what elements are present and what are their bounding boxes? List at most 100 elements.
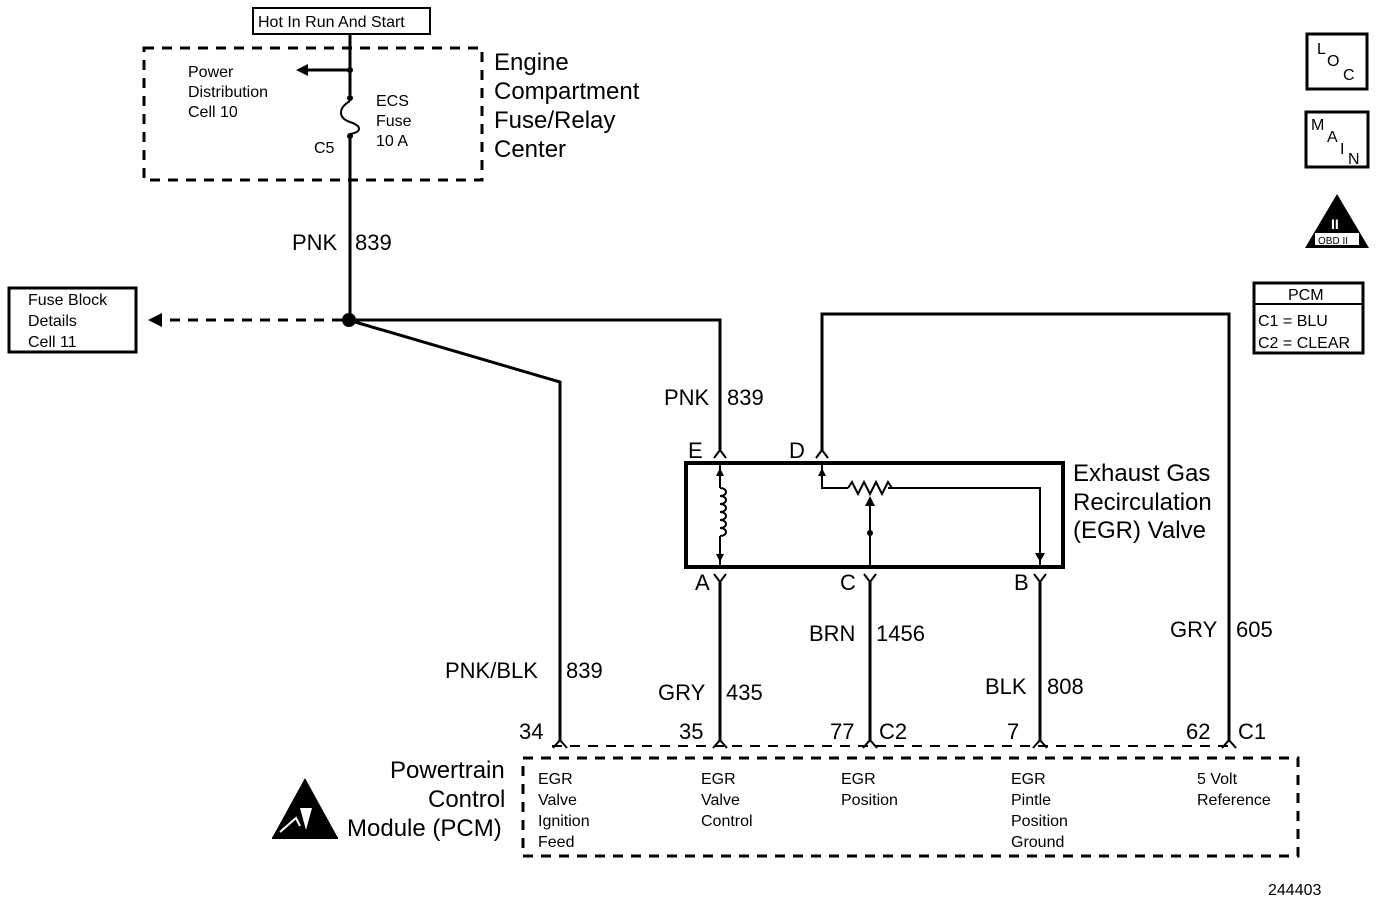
- main-splice: [342, 313, 356, 327]
- pos-wire-number: 1456: [876, 621, 925, 646]
- power-dist-line1: Power: [188, 64, 234, 81]
- egr-pin-a-connector: [713, 573, 727, 584]
- main-icon-i: I: [1340, 141, 1344, 158]
- egr-pin-d: D: [789, 438, 805, 463]
- egr-title-line1: Exhaust Gas: [1073, 460, 1210, 487]
- ref-wire-color: GRY: [1170, 617, 1218, 642]
- pcm-pin-7: 7: [1007, 719, 1019, 744]
- power-dist-line3: Cell 10: [188, 104, 238, 121]
- pcm-pin-34: 34: [519, 719, 543, 744]
- pcm-func-gnd-4: Ground: [1011, 834, 1064, 851]
- loc-icon-l: L: [1317, 41, 1326, 58]
- pcm-func-pos-1: EGR: [841, 771, 876, 788]
- egr-pin-b-connector: [1033, 573, 1047, 584]
- pot-ground-lead: [888, 487, 1041, 567]
- egr-pin-e-connector: [713, 448, 727, 459]
- pcm-func-ign-2: Valve: [538, 792, 577, 809]
- pcm-func-ref-1: 5 Volt: [1197, 771, 1238, 788]
- fuse-connector-label: C5: [314, 140, 335, 157]
- pcm-func-ign-4: Feed: [538, 834, 574, 851]
- pot-wiper-arrow: [865, 496, 875, 506]
- egr-pin-a: A: [695, 570, 710, 595]
- solenoid-arrow-top: [716, 468, 724, 476]
- pot-ref-lead: [821, 463, 848, 489]
- solenoid-coil-icon: [719, 487, 727, 537]
- fuse-block-line3: Cell 11: [28, 334, 77, 351]
- pcm-func-gnd-1: EGR: [1011, 771, 1046, 788]
- pcm-func-ctrl-3: Control: [701, 813, 753, 830]
- engine-box-line1: Engine: [494, 49, 569, 76]
- main-icon-a: A: [1327, 129, 1338, 146]
- gnd-wire-color: BLK: [985, 674, 1027, 699]
- fuse-line2: Fuse: [376, 113, 412, 130]
- egr-pin-c-connector: [863, 573, 877, 584]
- potentiometer-icon: [847, 479, 893, 497]
- pcm-title-line3: Module (PCM): [347, 815, 502, 842]
- pcm-legend-title: PCM: [1288, 287, 1324, 304]
- pcm-func-ign-3: Ignition: [538, 813, 590, 830]
- svg-text:II: II: [1331, 216, 1339, 232]
- loc-icon: [1305, 32, 1369, 91]
- ign-wire-number: 839: [566, 658, 603, 683]
- loc-icon-o: O: [1327, 53, 1339, 70]
- pcm-func-ctrl-1: EGR: [701, 771, 736, 788]
- fuse-icon: [340, 100, 360, 135]
- figure-id: 244403: [1268, 882, 1321, 899]
- hot-in-run-box: [252, 7, 431, 35]
- fuse-block-box: [7, 286, 138, 354]
- engine-box-line2: Compartment: [494, 78, 640, 105]
- pcm-func-ref-2: Reference: [1197, 792, 1271, 809]
- pcm-legend-c2: C2 = CLEAR: [1258, 335, 1350, 352]
- pcm-pin-34-connector: [552, 738, 568, 749]
- pot-ref-arrow: [818, 468, 826, 476]
- fuse-block-arrowhead: [148, 313, 162, 327]
- obd-ii-icon: II OBD II: [1305, 194, 1369, 248]
- pcm-box: [521, 756, 1300, 858]
- hot-in-run-label: Hot In Run And Start: [258, 14, 405, 31]
- pcm-pin-77-connector: [862, 738, 878, 749]
- main-icon-n: N: [1348, 151, 1360, 168]
- power-dist-line2: Distribution: [188, 84, 268, 101]
- pcm-connector-c1: C1: [1238, 719, 1266, 744]
- ign-feed-wire: [354, 320, 562, 742]
- fuse-line3: 10 A: [376, 133, 408, 150]
- fuse-block-line2: Details: [28, 313, 77, 330]
- pcm-legend-box: [1252, 281, 1365, 355]
- fuse-relay-center-box: [142, 46, 484, 182]
- pot-wiper-dot: [867, 530, 873, 536]
- pcm-func-gnd-2: Pintle: [1011, 792, 1051, 809]
- pcm-func-gnd-3: Position: [1011, 813, 1068, 830]
- egr-title-line3: (EGR) Valve: [1073, 517, 1206, 544]
- egr-feed-number: 839: [727, 385, 764, 410]
- pcm-title-line2: Control: [428, 786, 505, 813]
- pcm-legend-c1: C1 = BLU: [1258, 313, 1328, 330]
- ctrl-wire-number: 435: [726, 680, 763, 705]
- egr-pin-d-connector: [815, 448, 829, 459]
- main-icon-m: M: [1311, 117, 1324, 134]
- esd-sensitive-icon: [272, 778, 338, 839]
- power-dist-arrowhead: [296, 64, 308, 76]
- pcm-pin-35: 35: [679, 719, 703, 744]
- gnd-wire-number: 808: [1047, 674, 1084, 699]
- feed-wire-color: PNK: [292, 230, 338, 255]
- reference-wire: [820, 312, 1231, 742]
- egr-pin-c: C: [840, 570, 856, 595]
- pcm-pin-62-connector: [1221, 738, 1237, 749]
- engine-box-line4: Center: [494, 136, 566, 163]
- egr-title-line2: Recirculation: [1073, 489, 1212, 516]
- pcm-connector-c2: C2: [879, 719, 907, 744]
- ign-wire-color: PNK/BLK: [445, 658, 538, 683]
- ref-wire-number: 605: [1236, 617, 1273, 642]
- pot-ground-arrow: [1035, 553, 1045, 562]
- main-icon: [1304, 110, 1370, 169]
- feed-wire-number: 839: [355, 230, 392, 255]
- pcm-title-line1: Powertrain: [390, 757, 505, 784]
- pcm-pin-35-connector: [712, 738, 728, 749]
- ctrl-wire-color: GRY: [658, 680, 706, 705]
- fuse-line1: ECS: [376, 93, 409, 110]
- pcm-func-ctrl-2: Valve: [701, 792, 740, 809]
- pcm-pin-7-connector: [1032, 738, 1048, 749]
- svg-text:OBD II: OBD II: [1318, 236, 1348, 247]
- engine-box-line3: Fuse/Relay: [494, 107, 615, 134]
